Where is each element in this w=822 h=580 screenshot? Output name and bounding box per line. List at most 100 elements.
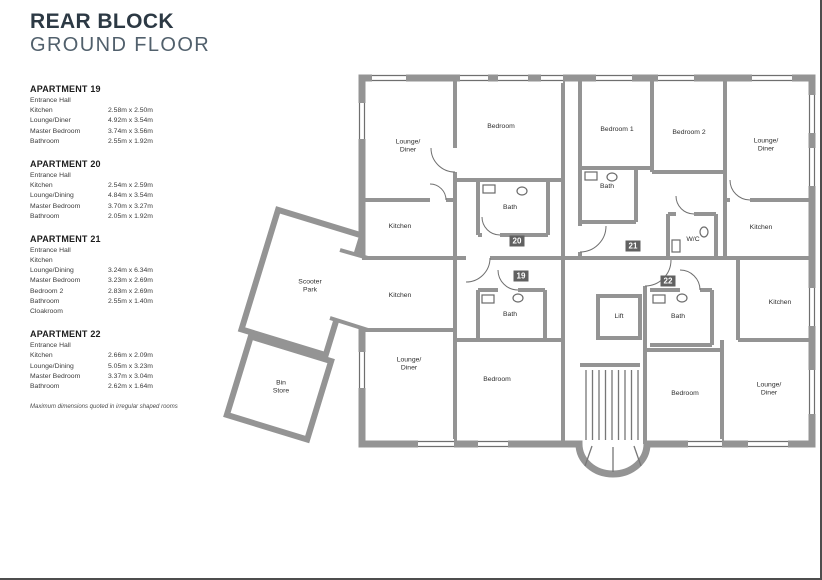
- plan-label-bin-store: Bin Store: [272, 379, 290, 395]
- plan-label-kitchen-apt22: Kitchen: [768, 298, 792, 306]
- room-row: Entrance Hall: [30, 96, 220, 106]
- room-label: Entrance Hall: [30, 171, 71, 179]
- room-label: Entrance Hall: [30, 246, 71, 254]
- plan-label-bath-apt22: Bath: [671, 312, 685, 320]
- plan-label-bath-apt21: Bath: [600, 182, 614, 190]
- room-row: Kitchen 2.54m x 2.59m: [30, 181, 220, 191]
- room-label: Lounge/Dining: [30, 362, 74, 370]
- room-dims: 2.62m x 1.64m: [108, 382, 153, 390]
- unit-number-badge-22: 22: [660, 275, 676, 287]
- room-label: Bathroom: [30, 137, 60, 145]
- plan-label-bath-apt20: Bath: [503, 203, 517, 211]
- door-openings: [430, 148, 750, 294]
- plan-label-kitchen-apt19: Kitchen: [388, 291, 412, 299]
- unit-number-badge-20: 20: [509, 235, 525, 247]
- room-dims: 2.55m x 1.40m: [108, 297, 153, 305]
- room-row: Master Bedroom 3.37m x 3.04m: [30, 372, 220, 382]
- room-dims: 2.83m x 2.69m: [108, 287, 153, 295]
- page-edge-line-bottom: [0, 578, 822, 580]
- plan-label-kitchen-apt20: Kitchen: [388, 222, 412, 230]
- room-label: Lounge/Dining: [30, 192, 74, 200]
- plan-label-lounge-diner-apt22: Lounge/ Diner: [756, 381, 782, 397]
- apartment-title: APARTMENT 21: [30, 233, 101, 244]
- room-label: Entrance Hall: [30, 342, 71, 350]
- room-row: Kitchen 2.66m x 2.09m: [30, 351, 220, 361]
- apartment-title: APARTMENT 20: [30, 158, 101, 169]
- dimensions-footnote: Maximum dimensions quoted in irregular s…: [30, 404, 178, 411]
- page-header: REAR BLOCK GROUND FLOOR: [30, 10, 210, 57]
- apartment-title: APARTMENT 19: [30, 84, 101, 94]
- plan-label-bedroom-apt22: Bedroom: [671, 389, 699, 397]
- room-row: Bathroom 2.55m x 1.40m: [30, 297, 220, 307]
- room-label: Entrance Hall: [30, 97, 71, 104]
- room-label: Kitchen: [30, 257, 53, 265]
- room-row: Entrance Hall: [30, 171, 220, 181]
- bin-store-outline: [223, 332, 335, 444]
- room-label: Master Bedroom: [30, 127, 81, 135]
- room-label: Master Bedroom: [30, 277, 81, 285]
- room-label: Kitchen: [30, 182, 53, 190]
- plan-label-lounge-diner-apt20: Lounge/ Diner: [395, 138, 421, 154]
- room-row: Bathroom 2.55m x 1.92m: [30, 137, 220, 147]
- interior-walls: [362, 78, 812, 444]
- plan-label-lift: Lift: [614, 312, 624, 320]
- room-label: Cloakroom: [30, 308, 63, 315]
- room-label: Master Bedroom: [30, 372, 81, 380]
- room-dims: 3.24m x 6.34m: [108, 267, 153, 275]
- plan-label-bedroom-apt20: Bedroom: [487, 122, 515, 130]
- apartment-20-schedule: APARTMENT 20 Entrance Hall Kitchen 2.54m …: [30, 159, 220, 222]
- room-row: Master Bedroom 3.74m x 3.56m: [30, 127, 220, 137]
- room-dims: 4.92m x 3.54m: [108, 117, 153, 125]
- room-label: Lounge/Dining: [30, 267, 74, 275]
- room-dims: 2.58m x 2.50m: [108, 107, 153, 115]
- room-row: Lounge/Dining 4.84m x 3.54m: [30, 191, 220, 201]
- plan-label-kitchen-apt21: Kitchen: [749, 223, 773, 231]
- room-label: Bathroom: [30, 297, 60, 305]
- room-dims: 4.84m x 3.54m: [108, 192, 153, 200]
- room-label: Bathroom: [30, 382, 60, 390]
- plan-label-lounge-diner-apt21: Lounge/ Diner: [753, 137, 779, 153]
- room-dims: 2.55m x 1.92m: [108, 137, 153, 145]
- room-label: Lounge/Diner: [30, 117, 71, 125]
- apartment-21-schedule: APARTMENT 21 Entrance Hall Kitchen Loung…: [30, 234, 220, 317]
- page-edge-line-right: [820, 0, 822, 580]
- plan-label-bedroom2-apt21: Bedroom 2: [672, 128, 706, 136]
- plan-label-bedroom-apt19: Bedroom: [483, 375, 511, 383]
- plan-label-bedroom1-apt21: Bedroom 1: [600, 125, 634, 133]
- plan-label-wc-apt21: W/C: [686, 235, 700, 243]
- room-label: Kitchen: [30, 107, 53, 115]
- windows: [357, 73, 817, 449]
- room-dims: 2.66m x 2.09m: [108, 352, 153, 360]
- room-row: Bathroom 2.62m x 1.64m: [30, 382, 220, 392]
- door-swings: [429, 147, 751, 291]
- room-dims: 3.74m x 3.56m: [108, 127, 153, 135]
- room-row: Entrance Hall: [30, 341, 220, 351]
- plan-label-scooter-park: Scooter Park: [298, 278, 322, 294]
- room-row: Kitchen 2.58m x 2.50m: [30, 106, 220, 116]
- room-dims: 2.05m x 1.92m: [108, 212, 153, 220]
- building-outline: [358, 74, 816, 478]
- room-dims: 3.23m x 2.69m: [108, 277, 153, 285]
- room-row: Lounge/Diner 4.92m x 3.54m: [30, 116, 220, 126]
- room-row: Lounge/Dining 3.24m x 6.34m: [30, 266, 220, 276]
- room-row: Master Bedroom 3.23m x 2.69m: [30, 276, 220, 286]
- room-label: Kitchen: [30, 352, 53, 360]
- room-dims: 3.70m x 3.27m: [108, 202, 153, 210]
- room-dims: 2.54m x 2.59m: [108, 182, 153, 190]
- staircase: [584, 370, 642, 472]
- room-row: Entrance Hall: [30, 246, 220, 256]
- bathroom-fixtures: [481, 171, 709, 304]
- apartment-19-schedule: APARTMENT 19 Entrance Hall Kitchen 2.58m …: [30, 84, 220, 147]
- plan-label-bath-apt19: Bath: [503, 310, 517, 318]
- unit-number-badge-21: 21: [625, 240, 641, 252]
- page-title: REAR BLOCK: [30, 10, 174, 33]
- room-dims: 3.37m x 3.04m: [108, 372, 153, 380]
- plan-label-lounge-diner-apt19: Lounge/ Diner: [396, 356, 422, 372]
- room-label: Master Bedroom: [30, 202, 81, 210]
